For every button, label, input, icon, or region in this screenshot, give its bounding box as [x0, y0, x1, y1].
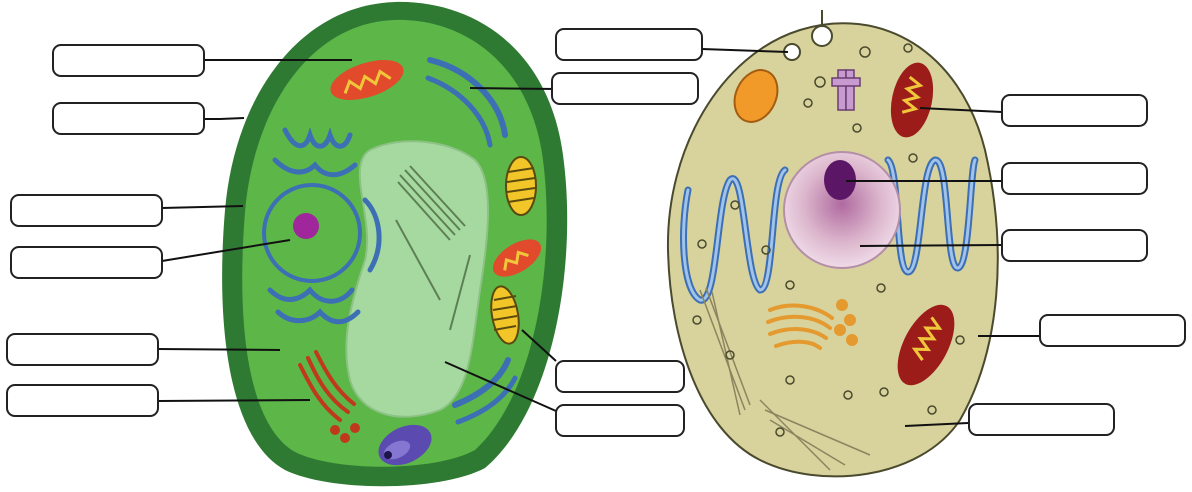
plant-label-2[interactable] — [52, 102, 205, 135]
plant-label-3[interactable] — [10, 194, 163, 227]
animal-cell — [668, 10, 998, 476]
plant-label-4[interactable] — [10, 246, 163, 279]
plant-label-9[interactable] — [555, 360, 685, 393]
plant-cell — [222, 2, 567, 486]
plant-label-10[interactable] — [555, 404, 685, 437]
animal-label-3[interactable] — [1001, 229, 1148, 262]
plant-nucleolus — [293, 213, 319, 239]
plant-label-8[interactable] — [551, 72, 699, 105]
plant-label-5[interactable] — [6, 333, 159, 366]
animal-label-5[interactable] — [968, 403, 1115, 436]
plant-label-6[interactable] — [6, 384, 159, 417]
plant-label-7[interactable] — [555, 28, 703, 61]
animal-label-1[interactable] — [1001, 94, 1148, 127]
plant-label-1[interactable] — [52, 44, 205, 77]
animal-label-2[interactable] — [1001, 162, 1148, 195]
animal-label-4[interactable] — [1039, 314, 1186, 347]
